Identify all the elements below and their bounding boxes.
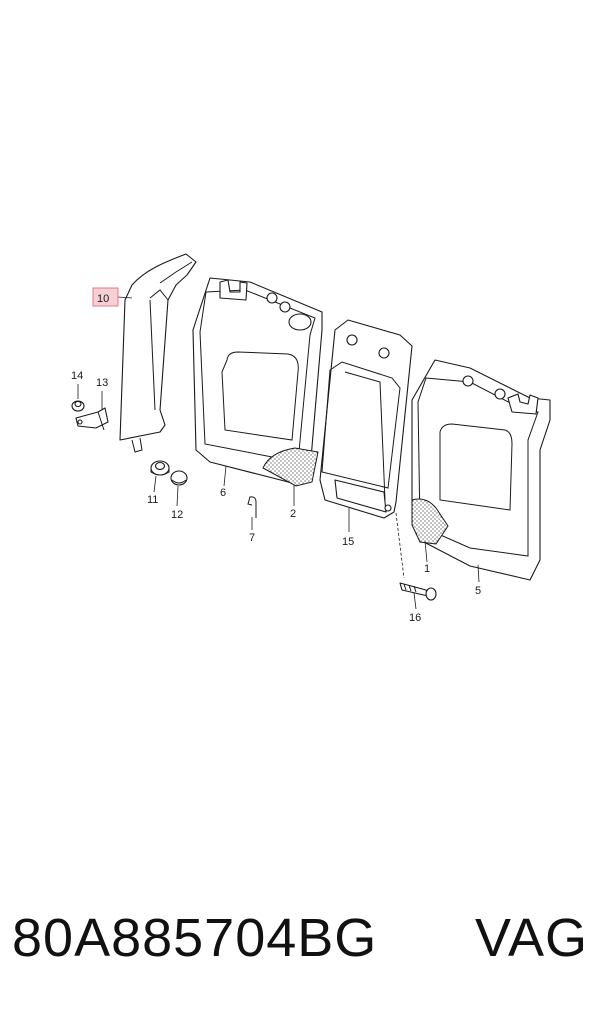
part-2-fabric-patch [262, 447, 319, 487]
part-11-clip [150, 460, 170, 476]
part-7-hook [247, 496, 257, 518]
callout-15[interactable]: 15 [342, 536, 354, 548]
parts-diagram: 10 14 13 11 12 6 2 7 15 1 5 16 [71, 253, 551, 624]
callout-10[interactable]: 10 [97, 293, 109, 305]
part-10-side-trim [119, 253, 197, 453]
part-15-center-panel [319, 319, 413, 519]
callout-13[interactable]: 13 [96, 377, 108, 389]
part-number: 80A885704BG [12, 908, 378, 968]
part-14-nut [71, 400, 85, 412]
footer-caption: 80A885704BG VAG [12, 898, 588, 978]
callout-11[interactable]: 11 [147, 494, 158, 506]
callout-7[interactable]: 7 [249, 532, 255, 544]
callout-14[interactable]: 14 [71, 370, 83, 382]
part-13-bracket [75, 407, 109, 431]
callout-labels: 10 14 13 11 12 6 2 7 15 1 5 16 [71, 293, 481, 624]
brand-name: VAG [474, 908, 588, 968]
callout-12[interactable]: 12 [171, 509, 183, 521]
callout-2[interactable]: 2 [290, 508, 296, 520]
callout-16[interactable]: 16 [409, 612, 421, 624]
callout-6[interactable]: 6 [220, 487, 226, 499]
leader-lines [77, 296, 480, 610]
callout-10-highlight [92, 287, 119, 307]
part-12-cap [170, 470, 188, 486]
part-16-bolt [399, 582, 437, 601]
part-1-fabric-patch [411, 498, 449, 545]
callout-5[interactable]: 5 [475, 585, 481, 597]
callout-1[interactable]: 1 [424, 563, 430, 575]
part-5-right-backrest [411, 359, 551, 581]
